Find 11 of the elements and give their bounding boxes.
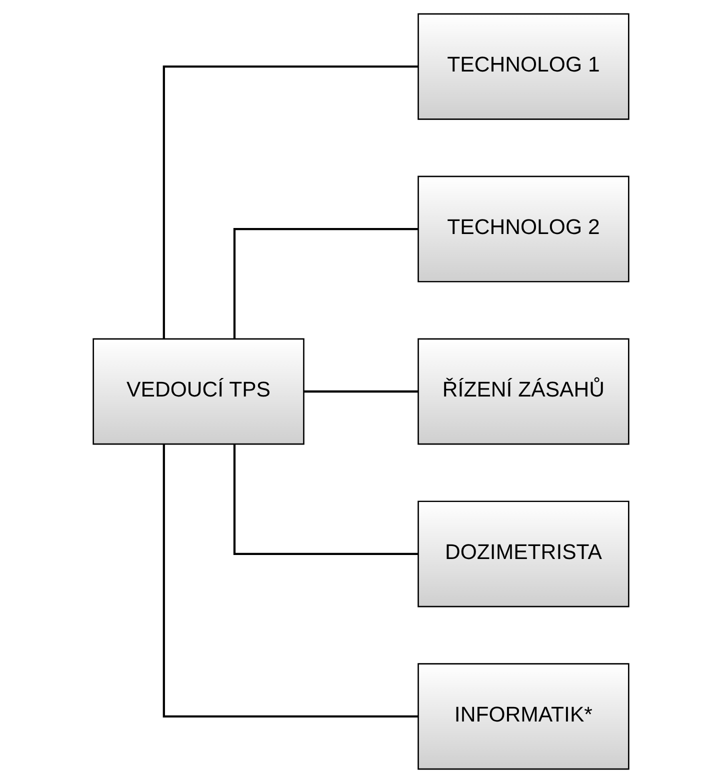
node-box: TECHNOLOG 1 [418, 13, 630, 120]
connector [162, 444, 418, 718]
node-box: DOZIMETRISTA [418, 500, 630, 608]
node-box: VEDOUCÍ TPS [92, 338, 304, 445]
connector [233, 228, 418, 339]
node-box: ŘÍZENÍ ZÁSAHŮ [418, 338, 630, 445]
connector [162, 66, 418, 339]
node-box: TECHNOLOG 2 [418, 176, 630, 282]
node-box: INFORMATIK* [418, 663, 630, 770]
connector [233, 444, 418, 556]
connector [304, 390, 418, 393]
